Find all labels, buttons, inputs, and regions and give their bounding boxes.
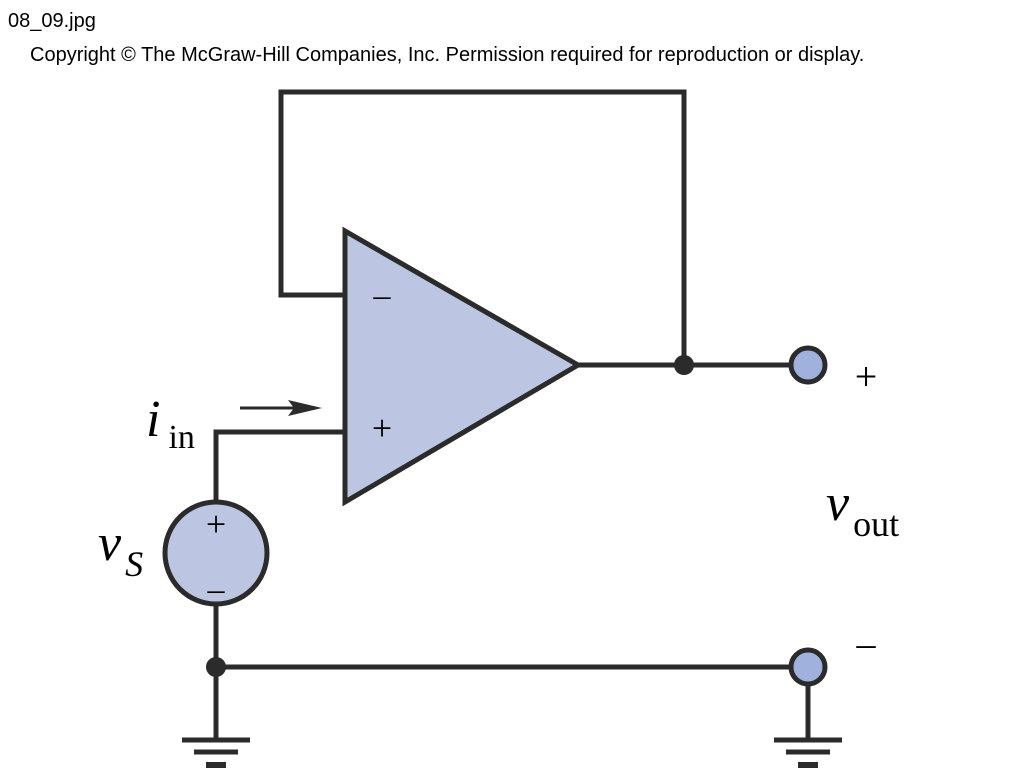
feedback-wire	[278, 89, 687, 365]
input-current-label-main: i	[146, 391, 160, 448]
source-voltage-label-main: v	[98, 515, 122, 572]
output-plus-symbol: +	[855, 354, 878, 399]
input-current-arrow	[240, 400, 322, 416]
source-minus-symbol: –	[207, 571, 226, 608]
source-voltage-label: v S	[98, 515, 143, 584]
filename-label: 08_09.jpg	[8, 10, 96, 32]
output-terminal-positive	[788, 345, 828, 385]
opamp-noninverting-symbol: +	[372, 408, 392, 448]
input-current-label: i in	[146, 391, 195, 456]
output-terminal-negative	[788, 647, 828, 687]
output-voltage-label-main: v	[826, 475, 850, 532]
output-voltage-label-sub: out	[853, 504, 899, 544]
opamp-inverting-symbol: –	[373, 277, 392, 314]
noninverting-input-wire	[213, 429, 346, 502]
ground-symbol-left	[182, 737, 250, 768]
output-minus-symbol: –	[856, 623, 877, 665]
ground-symbol-right	[774, 737, 842, 768]
copyright-notice: Copyright © The McGraw-Hill Companies, I…	[30, 44, 865, 66]
input-current-label-sub: in	[168, 419, 194, 456]
output-voltage-label: v out	[826, 475, 899, 544]
source-voltage-label-sub: S	[125, 544, 143, 584]
output-node-dot	[674, 355, 694, 375]
source-plus-symbol: +	[206, 504, 226, 544]
opamp-triangle	[342, 226, 583, 507]
